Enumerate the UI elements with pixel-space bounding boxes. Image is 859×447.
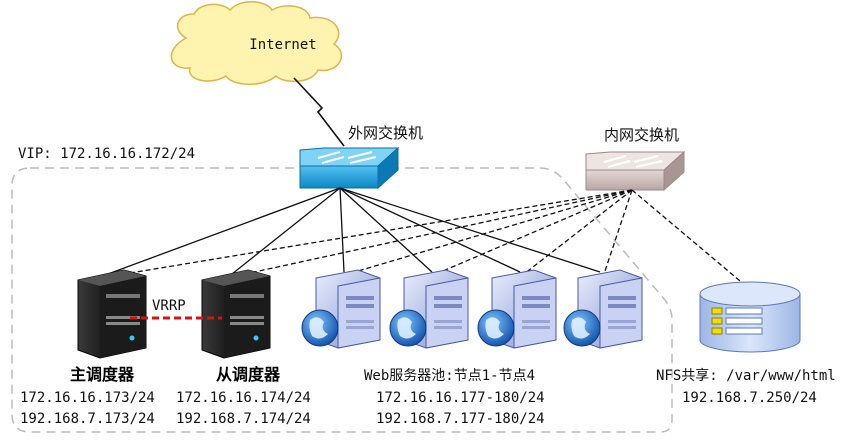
- master-ip-ext: 172.16.16.173/24: [20, 390, 155, 406]
- internet-uplink: [293, 77, 345, 147]
- nfs-ip: 192.168.7.250/24: [682, 390, 817, 406]
- backup-ip-ext: 172.16.16.174/24: [176, 390, 311, 406]
- web-node-4-server-icon: [563, 269, 643, 349]
- web-node-2-server-icon: [389, 269, 469, 349]
- master-ip-int: 192.168.7.173/24: [20, 411, 155, 427]
- internet-label: Internet: [249, 37, 316, 53]
- web-node-3-server-icon: [477, 269, 557, 349]
- internet-cloud-icon: [170, 1, 342, 85]
- nfs-storage-icon: [699, 281, 801, 353]
- web-pool-ip-int: 192.168.7.177-180/24: [376, 411, 545, 427]
- web-pool-ip-ext: 172.16.16.177-180/24: [376, 390, 545, 406]
- master-title: 主调度器: [70, 365, 135, 384]
- internal-switch-icon: [585, 150, 686, 192]
- backup-title: 从调度器: [216, 365, 281, 384]
- backup-ip-int: 192.168.7.174/24: [176, 411, 311, 427]
- external-switch-icon: [299, 146, 400, 190]
- internal-switch-label: 内网交换机: [604, 126, 679, 144]
- master-scheduler-server-icon: [77, 269, 147, 359]
- internal-network-links: [111, 189, 747, 287]
- external-network-links: [107, 187, 601, 275]
- cluster-boundary: [11, 167, 673, 433]
- external-switch-label: 外网交换机: [348, 124, 423, 142]
- nfs-title: NFS共享: /var/www/html: [656, 367, 836, 384]
- vip-label: VIP: 172.16.16.172/24: [18, 146, 195, 162]
- web-pool-title: Web服务器池:节点1-节点4: [364, 368, 535, 384]
- web-node-1-server-icon: [301, 269, 381, 349]
- backup-scheduler-server-icon: [201, 269, 271, 359]
- vrrp-label: VRRP: [152, 298, 186, 314]
